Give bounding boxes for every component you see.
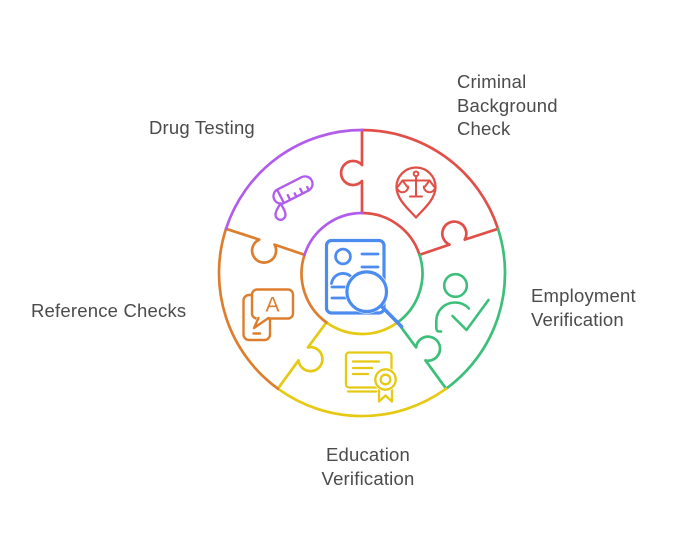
label-drug-testing: Drug Testing [149, 117, 255, 138]
label-criminal-background-check: Criminal Background Check [457, 71, 558, 139]
red-outer-arc [360, 128, 500, 231]
bubble-letter: A [265, 294, 279, 317]
green-inner-arc [396, 253, 424, 324]
label-employment-verification: Employment Verification [531, 285, 636, 330]
orange-inner-arc [300, 253, 328, 324]
green-outer-arc [444, 227, 507, 391]
person-check-icon [435, 272, 490, 333]
magnifier-lens [345, 270, 389, 314]
red-purple-spoke [339, 128, 364, 215]
segment-reference-checks [217, 227, 328, 391]
resume-search-icon [324, 238, 404, 329]
purple-inner-arc [303, 211, 364, 257]
phone-chat-icon: A [242, 288, 295, 342]
test-tube-icon [272, 175, 314, 221]
yellow-inner-arc [325, 321, 399, 336]
purple-outer-arc [224, 128, 364, 231]
scales-pin-icon [395, 166, 437, 219]
segment-criminal-background-check [339, 128, 500, 257]
green-yellow-spoke [396, 321, 448, 391]
red-inner-arc [360, 211, 421, 257]
yellow-orange-spoke [276, 321, 328, 391]
droplet [274, 202, 287, 221]
segment-drug-testing [224, 128, 364, 257]
label-education-verification: Education Verification [321, 444, 415, 489]
orange-purple-spoke [224, 227, 306, 264]
orange-outer-arc [217, 227, 280, 391]
red-green-spoke [418, 220, 500, 257]
certificate-icon [344, 351, 398, 403]
segment-education-verification [276, 321, 448, 418]
label-reference-checks: Reference Checks [31, 300, 187, 321]
magnifier-handle [379, 304, 404, 329]
yellow-outer-arc [276, 387, 448, 418]
segment-employment-verification [396, 227, 507, 391]
resume-person-head [334, 247, 352, 266]
